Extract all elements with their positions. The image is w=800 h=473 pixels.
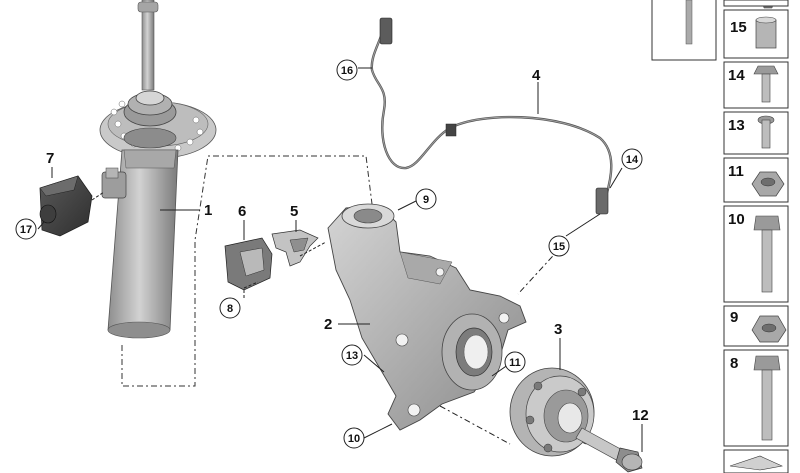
shock-absorber-strut bbox=[99, 0, 217, 339]
svg-text:8: 8 bbox=[730, 355, 738, 372]
callout-circle-10[interactable]: 10 bbox=[343, 427, 365, 449]
callout-2[interactable]: 2 bbox=[324, 316, 332, 333]
wheel-speed-sensor-cable bbox=[358, 17, 623, 439]
arrow-icon bbox=[729, 455, 783, 471]
bump-stop-bracket bbox=[37, 167, 105, 237]
sensor-cable-holder bbox=[271, 220, 327, 267]
brake-hose-bracket bbox=[224, 220, 273, 298]
svg-text:17: 17 bbox=[20, 224, 32, 236]
side-item-partial bbox=[723, 449, 789, 473]
svg-text:2: 2 bbox=[324, 316, 332, 333]
collar-nut-icon bbox=[751, 315, 787, 343]
svg-text:7: 7 bbox=[46, 150, 54, 167]
svg-text:10: 10 bbox=[728, 211, 745, 228]
side-item-10[interactable]: 10 bbox=[723, 205, 789, 303]
callout-circle-13[interactable]: 13 bbox=[341, 344, 363, 366]
hub-bolt bbox=[575, 424, 643, 473]
svg-text:8: 8 bbox=[227, 303, 233, 315]
svg-text:11: 11 bbox=[509, 357, 521, 369]
callout-3[interactable]: 3 bbox=[554, 321, 562, 338]
wheel-carrier-knuckle bbox=[327, 203, 527, 431]
hex-bolt-icon bbox=[753, 215, 781, 293]
svg-text:13: 13 bbox=[346, 350, 358, 362]
svg-text:4: 4 bbox=[532, 67, 541, 84]
long-hex-bolt-icon bbox=[753, 355, 781, 441]
spacer-sleeve-icon bbox=[755, 16, 777, 49]
svg-text:11: 11 bbox=[728, 163, 744, 180]
fasteners-side-panel: 15 14 13 11 bbox=[723, 0, 789, 473]
svg-text:14: 14 bbox=[626, 154, 639, 166]
side-item-15[interactable]: 15 bbox=[723, 9, 789, 59]
callout-circle-16[interactable]: 16 bbox=[336, 59, 358, 81]
svg-text:12: 12 bbox=[632, 407, 649, 424]
callout-circle-9[interactable]: 9 bbox=[415, 188, 437, 210]
hex-nut-icon bbox=[751, 171, 785, 197]
callout-circle-15[interactable]: 15 bbox=[548, 235, 570, 257]
svg-text:9: 9 bbox=[423, 194, 429, 206]
torx-bolt-icon bbox=[757, 115, 775, 149]
svg-text:3: 3 bbox=[554, 321, 562, 338]
callout-circle-11[interactable]: 11 bbox=[504, 351, 526, 373]
callout-5[interactable]: 5 bbox=[290, 203, 298, 220]
svg-text:10: 10 bbox=[348, 433, 360, 445]
callout-1[interactable]: 1 bbox=[204, 202, 212, 219]
svg-text:1: 1 bbox=[204, 202, 212, 219]
side-item-9[interactable]: 9 bbox=[723, 305, 789, 347]
callout-4[interactable]: 4 bbox=[532, 67, 541, 84]
callout-7[interactable]: 7 bbox=[46, 150, 54, 167]
side-item-11[interactable]: 11 bbox=[723, 157, 789, 203]
flange-bolt-icon bbox=[753, 65, 779, 103]
side-item-13[interactable]: 13 bbox=[723, 111, 789, 155]
side-item-14[interactable]: 14 bbox=[723, 61, 789, 109]
svg-text:5: 5 bbox=[290, 203, 298, 220]
svg-text:15: 15 bbox=[553, 241, 565, 253]
side-item-8[interactable]: 8 bbox=[723, 349, 789, 447]
svg-text:6: 6 bbox=[238, 203, 246, 220]
svg-text:13: 13 bbox=[728, 117, 745, 134]
callout-circle-14[interactable]: 14 bbox=[621, 148, 643, 170]
callout-circle-8[interactable]: 8 bbox=[219, 297, 241, 319]
svg-text:9: 9 bbox=[730, 309, 738, 326]
callout-circle-17[interactable]: 17 bbox=[15, 218, 37, 240]
callout-12[interactable]: 12 bbox=[632, 407, 649, 424]
svg-text:15: 15 bbox=[730, 19, 747, 36]
svg-text:14: 14 bbox=[728, 67, 745, 84]
wheel-hub-bearing bbox=[439, 338, 595, 457]
svg-text:16: 16 bbox=[341, 65, 353, 77]
callout-6[interactable]: 6 bbox=[238, 203, 246, 220]
